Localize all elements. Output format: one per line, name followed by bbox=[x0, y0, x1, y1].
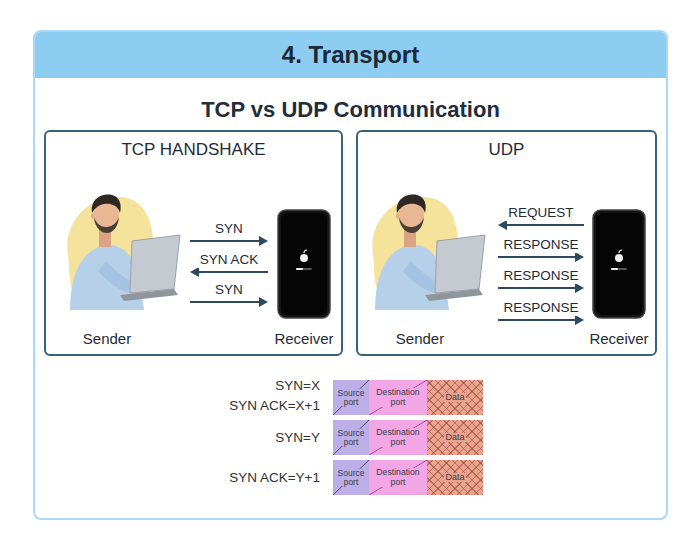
arrow-connector bbox=[498, 220, 584, 230]
message-label: RESPONSE bbox=[501, 237, 580, 253]
arrow-head bbox=[575, 283, 584, 293]
packet-label: SYN ACK=Y+1 bbox=[229, 470, 320, 486]
arrow-head bbox=[259, 236, 268, 246]
arrow-shaft bbox=[190, 301, 259, 303]
source-port-cell: Source port bbox=[333, 380, 369, 415]
sender-endpoint: Sender bbox=[54, 176, 190, 348]
arrow-shaft bbox=[498, 287, 575, 289]
cell-text: Destination port bbox=[370, 388, 426, 406]
source-port-cell: Source port bbox=[333, 420, 369, 455]
header-band: 4. Transport bbox=[35, 32, 666, 78]
endpoint-label: Receiver bbox=[274, 330, 333, 347]
cell-text: Source port bbox=[334, 429, 368, 447]
arrow-connector bbox=[190, 267, 268, 277]
message-label: REQUEST bbox=[506, 205, 575, 221]
protocol-box: TCP HANDSHAKE Sender Receiver bbox=[44, 130, 343, 356]
data-cell: Data bbox=[427, 420, 483, 455]
message-label: SYN bbox=[213, 282, 245, 298]
cell-text: Data bbox=[444, 433, 465, 442]
message-label: SYN bbox=[213, 221, 245, 237]
message-label: SYN ACK bbox=[198, 252, 261, 268]
cell-text: Source port bbox=[334, 389, 368, 407]
endpoint-label: Sender bbox=[396, 330, 444, 347]
message-label: RESPONSE bbox=[501, 268, 580, 284]
box-heading: TCP HANDSHAKE bbox=[121, 140, 265, 160]
arrow-connector bbox=[190, 297, 268, 307]
arrow-shaft bbox=[507, 224, 584, 226]
endpoint-label: Sender bbox=[83, 330, 131, 347]
message-label: RESPONSE bbox=[501, 300, 580, 316]
cell-text: Source port bbox=[334, 469, 368, 487]
destination-port-cell: Destination port bbox=[369, 460, 427, 495]
packet-label: SYN=X bbox=[275, 378, 320, 394]
arrow-connector bbox=[498, 315, 584, 325]
receiver-illustration bbox=[278, 210, 330, 318]
arrow-head bbox=[575, 315, 584, 325]
sender-illustration bbox=[372, 195, 485, 310]
cell-text: Destination port bbox=[370, 428, 426, 446]
cell-text: Data bbox=[444, 393, 465, 402]
arrow-connector bbox=[498, 252, 584, 262]
sender-endpoint: Sender bbox=[362, 176, 498, 348]
destination-port-cell: Destination port bbox=[369, 380, 427, 415]
receiver-endpoint: Receiver bbox=[584, 198, 654, 348]
arrow-shaft bbox=[190, 240, 259, 242]
sender-illustration bbox=[67, 195, 180, 310]
arrow-head bbox=[190, 267, 199, 277]
source-port-cell: Source port bbox=[333, 460, 369, 495]
arrow-connector bbox=[498, 283, 584, 293]
arrow-head bbox=[575, 252, 584, 262]
arrow-shaft bbox=[199, 271, 268, 273]
arrow-shaft bbox=[498, 319, 575, 321]
arrow-connector bbox=[190, 236, 268, 246]
endpoint-label: Receiver bbox=[589, 330, 648, 347]
subtitle: TCP vs UDP Communication bbox=[201, 97, 500, 122]
data-cell: Data bbox=[427, 380, 483, 415]
receiver-endpoint: Receiver bbox=[268, 198, 338, 348]
destination-port-cell: Destination port bbox=[369, 420, 427, 455]
box-heading: UDP bbox=[489, 140, 525, 160]
arrow-head bbox=[498, 220, 507, 230]
receiver-illustration bbox=[593, 210, 645, 318]
arrow-head bbox=[259, 297, 268, 307]
cell-text: Destination port bbox=[370, 468, 426, 486]
packet-label: SYN ACK=X+1 bbox=[229, 398, 320, 414]
packet-label: SYN=Y bbox=[275, 430, 320, 446]
arrow-shaft bbox=[498, 256, 575, 258]
cell-text: Data bbox=[444, 473, 465, 482]
data-cell: Data bbox=[427, 460, 483, 495]
